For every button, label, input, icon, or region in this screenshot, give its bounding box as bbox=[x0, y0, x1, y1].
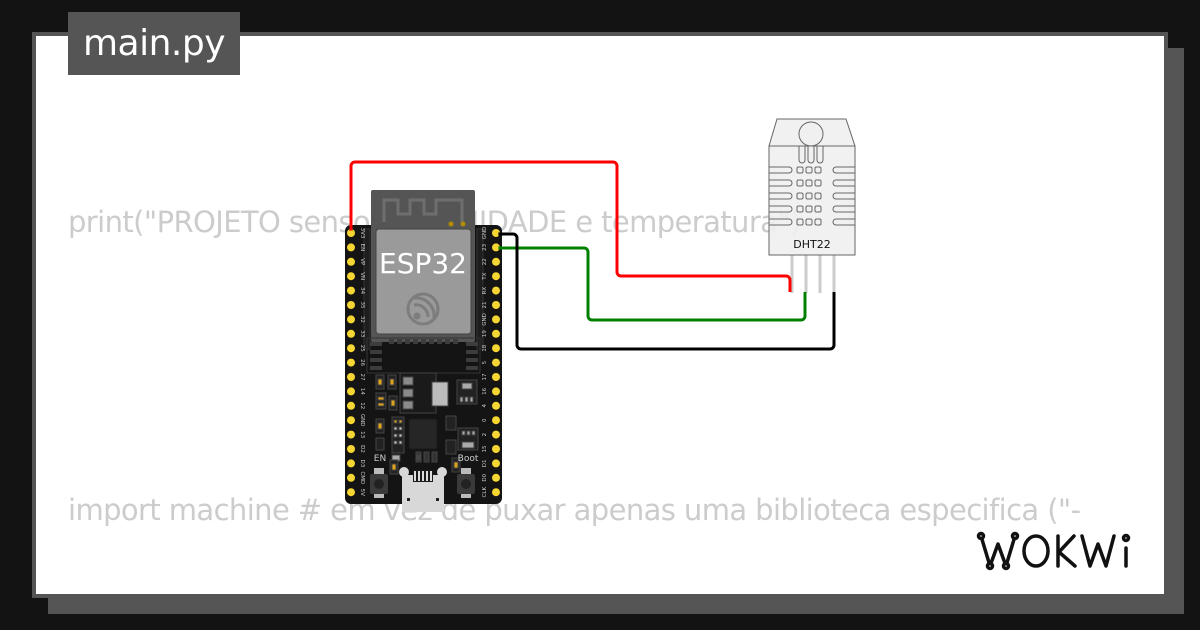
pin-label: 27 bbox=[359, 374, 365, 381]
data-wire[interactable] bbox=[496, 246, 807, 322]
code-line: import machine # em vez de puxar apenas … bbox=[68, 493, 1081, 527]
file-tab-main-py[interactable]: main.py bbox=[68, 12, 240, 75]
pin-label: D3 bbox=[359, 460, 365, 468]
right-pin-header[interactable] bbox=[492, 229, 500, 497]
espressif-logo-icon bbox=[406, 292, 440, 326]
pin-label: 0 bbox=[482, 418, 488, 422]
pin-label: GND bbox=[482, 313, 488, 326]
pin-label: 19 bbox=[482, 330, 488, 337]
pin-label: D0 bbox=[482, 473, 488, 481]
pin-label: 17 bbox=[482, 373, 488, 380]
boot-button[interactable] bbox=[457, 468, 475, 498]
usb-connector bbox=[399, 467, 447, 512]
en-button[interactable] bbox=[370, 468, 388, 498]
pin-label: 16 bbox=[482, 387, 488, 394]
dht22-label: DHT22 bbox=[793, 238, 830, 251]
pin-label: 2 bbox=[482, 433, 488, 437]
pin-label: 34 bbox=[359, 287, 365, 294]
pin-label: 23 bbox=[482, 243, 488, 250]
pin-label: GND bbox=[482, 227, 488, 240]
pin-label: 5 bbox=[482, 360, 488, 364]
pin-label: EN bbox=[359, 244, 365, 252]
esp32-board[interactable]: ESP32 bbox=[345, 190, 502, 512]
vcc-wire[interactable] bbox=[349, 160, 792, 292]
code-preview: print("PROJETO sensor de UMIDADE e tempe… bbox=[68, 102, 1134, 594]
pin-label: 21 bbox=[482, 302, 488, 309]
pin-label: 15 bbox=[482, 445, 488, 452]
pin-label: 13 bbox=[359, 431, 365, 438]
pin-label: RX bbox=[482, 287, 488, 295]
dht22-sensor[interactable]: DHT22 bbox=[768, 118, 856, 293]
pin-label: 35 bbox=[359, 302, 365, 309]
pin-label: 14 bbox=[359, 388, 365, 395]
pin-label: D2 bbox=[359, 445, 365, 453]
pin-label: 4 bbox=[482, 404, 488, 408]
pin-label: 32 bbox=[359, 316, 365, 323]
pin-label: VP bbox=[359, 258, 365, 266]
pin-label: 22 bbox=[482, 258, 488, 265]
pin-label: 12 bbox=[359, 402, 365, 409]
boot-label: Boot bbox=[458, 454, 479, 464]
pin-label: GND bbox=[359, 414, 365, 427]
pin-label: CMD bbox=[359, 471, 365, 484]
pin-label: 26 bbox=[359, 359, 365, 366]
pin-label: VN bbox=[359, 272, 365, 280]
wokwi-logo: WOKWi bbox=[976, 528, 1131, 571]
pin-label: 33 bbox=[359, 330, 365, 337]
en-label: EN bbox=[374, 454, 386, 464]
esp32-label: ESP32 bbox=[379, 247, 467, 280]
pin-label: TX bbox=[482, 272, 488, 280]
pin-label: 18 bbox=[482, 344, 488, 351]
pin-label: D1 bbox=[482, 460, 488, 468]
wokwi-logo-text: WOKWi bbox=[976, 528, 980, 529]
pin-label: CLK bbox=[482, 487, 488, 498]
preview-card: print("PROJETO sensor de UMIDADE e tempe… bbox=[32, 32, 1168, 598]
pin-label: 3V3 bbox=[359, 228, 365, 239]
gnd-wire[interactable] bbox=[496, 232, 836, 351]
pin-label: 25 bbox=[359, 345, 365, 352]
left-pin-header[interactable] bbox=[347, 229, 355, 497]
pin-label: 5V bbox=[359, 489, 365, 496]
